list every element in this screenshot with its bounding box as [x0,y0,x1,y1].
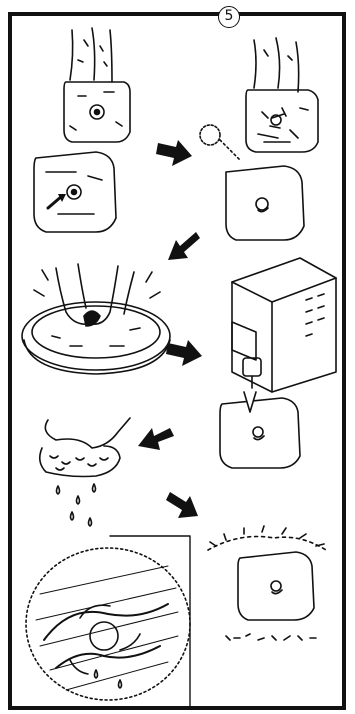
hand-holding-filter-left [64,28,130,142]
filter-drying-with-air [208,526,326,640]
arrow-1-icon [156,140,192,166]
arrow-4-icon [138,428,174,450]
dirt-leader-line [220,140,240,160]
removed-dirt-circle [200,125,220,145]
filter-piece-left [34,152,116,232]
hand-squeezing-sponge [40,418,130,526]
hand-holding-filter-right [246,38,318,152]
step-number-badge: 5 [218,6,240,28]
inset-panel [26,536,190,708]
arrow-3-icon [166,340,202,366]
filter-piece-right [226,166,304,240]
arrow-2-icon [168,232,200,260]
arrow-5-icon [166,492,198,518]
filter-under-faucet [220,392,300,468]
hands-washing-in-basin [22,264,170,374]
water-tank-appliance [232,258,336,392]
